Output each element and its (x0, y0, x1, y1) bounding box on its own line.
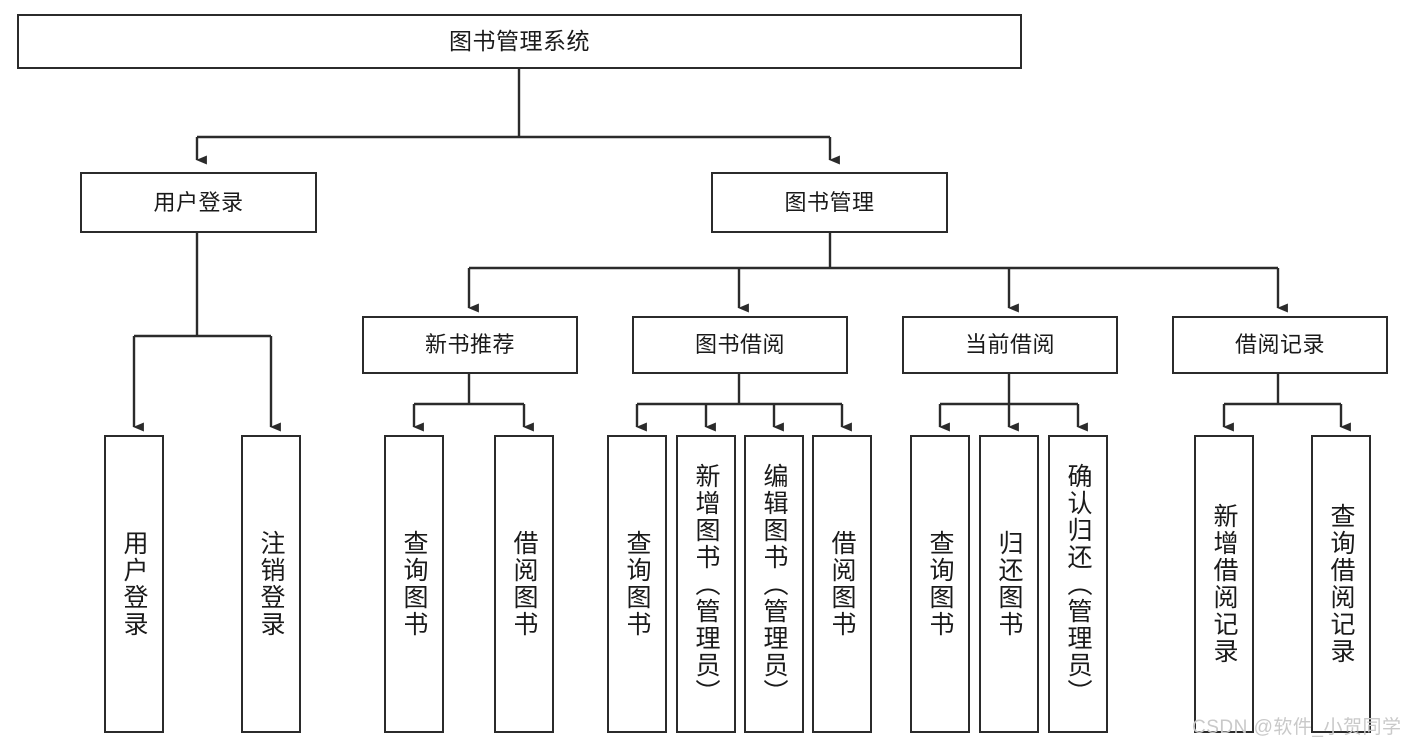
node-label: 用户登录 (120, 530, 148, 638)
leaf-book-borrow-query[interactable]: 查询图书 (607, 435, 667, 733)
node-label: 图书借阅 (694, 332, 785, 358)
leaf-current-borrow-confirm[interactable]: 确认归还（管理员） (1048, 435, 1108, 733)
leaf-current-borrow-return[interactable]: 归还图书 (979, 435, 1039, 733)
csdn-watermark: CSDN @软件_小贺同学 (1192, 717, 1402, 738)
node-label: 查询图书 (623, 530, 651, 638)
node-label: 查询图书 (926, 530, 954, 638)
leaf-book-borrow-add[interactable]: 新增图书（管理员） (676, 435, 736, 733)
node-label: 新书推荐 (424, 332, 515, 358)
node-label: 用户登录 (153, 189, 244, 215)
node-label: 新增借阅记录 (1210, 503, 1238, 665)
node-label: 当前借阅 (964, 332, 1055, 358)
node-new-book-recommend[interactable]: 新书推荐 (362, 316, 578, 374)
node-root-system[interactable]: 图书管理系统 (17, 14, 1022, 69)
node-label: 查询借阅记录 (1327, 503, 1355, 665)
node-current-borrow[interactable]: 当前借阅 (902, 316, 1118, 374)
node-label: 借阅图书 (510, 530, 538, 638)
leaf-current-borrow-query[interactable]: 查询图书 (910, 435, 970, 733)
leaf-user-login-signin[interactable]: 用户登录 (104, 435, 164, 733)
node-user-login[interactable]: 用户登录 (80, 172, 317, 233)
node-label: 借阅记录 (1234, 332, 1325, 358)
node-book-borrow[interactable]: 图书借阅 (632, 316, 848, 374)
leaf-new-book-borrow[interactable]: 借阅图书 (494, 435, 554, 733)
leaf-borrow-record-query[interactable]: 查询借阅记录 (1311, 435, 1371, 733)
node-label: 归还图书 (995, 530, 1023, 638)
node-label: 图书管理系统 (449, 27, 590, 54)
node-label: 注销登录 (257, 530, 285, 638)
node-label: 图书管理 (784, 189, 875, 215)
node-label: 新增图书（管理员） (692, 462, 720, 706)
node-label: 查询图书 (400, 530, 428, 638)
node-label: 确认归还（管理员） (1064, 462, 1092, 706)
node-label: 借阅图书 (828, 530, 856, 638)
node-borrow-record[interactable]: 借阅记录 (1172, 316, 1388, 374)
leaf-new-book-query[interactable]: 查询图书 (384, 435, 444, 733)
leaf-book-borrow-edit[interactable]: 编辑图书（管理员） (744, 435, 804, 733)
leaf-book-borrow-borrow[interactable]: 借阅图书 (812, 435, 872, 733)
node-book-management[interactable]: 图书管理 (711, 172, 948, 233)
node-label: 编辑图书（管理员） (760, 462, 788, 706)
leaf-borrow-record-add[interactable]: 新增借阅记录 (1194, 435, 1254, 733)
leaf-user-login-signout[interactable]: 注销登录 (241, 435, 301, 733)
